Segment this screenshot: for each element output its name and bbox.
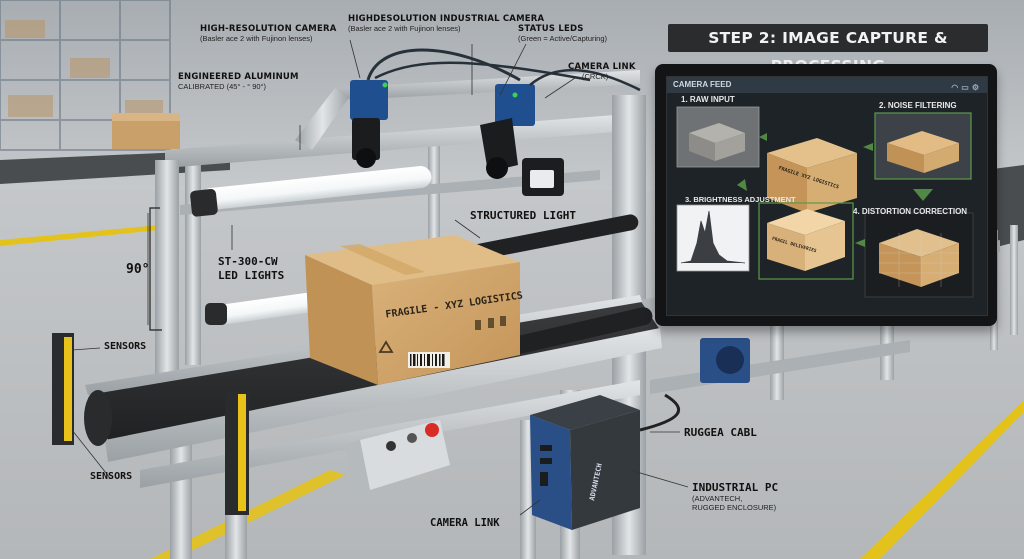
industrial-pc-sub1: (ADVANTECH, [692, 494, 743, 503]
callout-subtitle: CALIBRATED (45° - ° 90°) [178, 82, 267, 91]
industrial-pc-title: INDUSTRIAL PC [692, 481, 779, 494]
ruggea-cable-label: RUGGEA CABL [684, 426, 757, 439]
callout-engineered-aluminum: ENGINEERED ALUMINUM CALIBRATED (45° - ° … [178, 72, 299, 91]
monitor-icon[interactable]: ▭ [961, 83, 972, 92]
feed-toolbar: ◠▭⚙ [951, 80, 982, 96]
camera-feed-title: CAMERA FEED [673, 80, 732, 89]
callout-title: HIGH-RESOLUTION CAMERA [200, 24, 337, 34]
callout-title: ENGINEERED ALUMINUM [178, 72, 299, 82]
panel-label-brightness: 3. BRIGHTNESS ADJUSTMENT [685, 195, 796, 204]
industrial-pc-sub2: RUGGED ENCLOSURE) [692, 503, 777, 512]
panel-label-noise-filtering: 2. NOISE FILTERING [879, 101, 957, 110]
sensor-icon [225, 390, 249, 515]
callout-subtitle: (Green = Active/Capturing) [518, 34, 608, 43]
monitor-screen: CAMERA FEED ◠▭⚙ [666, 76, 988, 316]
recycle-icon [378, 340, 394, 353]
processing-diagram [676, 106, 974, 298]
callout-high-res-camera: HIGH-RESOLUTION CAMERA (Basler ace 2 wit… [200, 24, 336, 43]
industrial-pc-label: INDUSTRIAL PC (ADVANTECH, RUGGED ENCLOSU… [692, 481, 778, 512]
led-lights-text: LED LIGHTS [218, 269, 285, 282]
callout-camera-link-top: CAMERA LINK (CRCK) [568, 62, 636, 81]
callout-subtitle: (Basler ace 2 with Fujinon lenses) [200, 34, 313, 43]
callout-title: STATUS LEDS [518, 24, 584, 34]
callout-title: CAMERA LINK [568, 62, 636, 72]
sensor-icon [52, 333, 74, 445]
sensors-label-top: SENSORS [104, 341, 147, 352]
callout-status-leds: STATUS LEDS (Green = Active/Capturing) [518, 24, 607, 43]
callout-subtitle: (Basler ace 2 with Fujinon lenses) [348, 24, 461, 33]
camera-feed-header: CAMERA FEED ◠▭⚙ [667, 77, 987, 93]
monitor: CAMERA FEED ◠▭⚙ [655, 64, 997, 326]
wifi-icon[interactable]: ◠ [951, 83, 962, 92]
panel-label-distortion: 4. DISTORTION CORRECTION [853, 207, 968, 216]
step-title: STEP 2: IMAGE CAPTURE & PROCESSING [668, 24, 988, 75]
barcode-icon [408, 352, 450, 368]
angle-label: 90° [126, 262, 150, 277]
structured-light-label: STRUCTURED LIGHT [470, 209, 576, 222]
settings-icon[interactable]: ⚙ [971, 83, 982, 92]
led-lights-model: ST-300-CW [218, 255, 278, 268]
camera-link-bottom-label: CAMERA LINK [430, 517, 500, 529]
panel-label-raw-input: 1. RAW INPUT [681, 95, 735, 104]
callout-title: HIGHDESOLUTION INDUSTRIAL CAMERA [348, 14, 545, 24]
callout-subtitle: (CRCK) [582, 72, 609, 81]
camera-icon [350, 80, 388, 168]
callout-industrial-camera: HIGHDESOLUTION INDUSTRIAL CAMERA (Basler… [348, 14, 544, 33]
sensors-label-bottom: SENSORS [90, 471, 133, 482]
camera-icon [480, 84, 535, 179]
stop-button-icon [386, 423, 439, 451]
led-lights-label: ST-300-CW LED LIGHTS [218, 255, 284, 283]
